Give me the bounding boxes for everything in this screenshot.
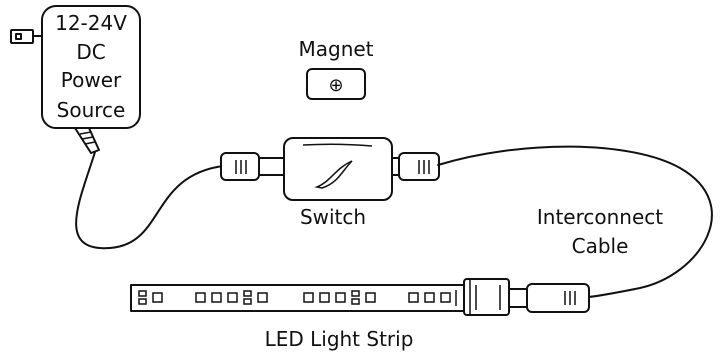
- magnet-plus-icon: ⊕: [328, 75, 343, 96]
- power-source: 12-24V DC Power Source: [10, 5, 141, 154]
- switch-wave-icon: [314, 160, 353, 189]
- power-label-line-1: 12-24V: [55, 11, 127, 35]
- strip-end-connector: [463, 278, 590, 316]
- switch-right-connector: [391, 152, 440, 181]
- power-label-line-2: DC: [76, 40, 105, 64]
- led-strip-label: LED Light Strip: [265, 327, 414, 351]
- power-label-line-3: Power: [61, 68, 122, 92]
- plug-prongs-icon: [10, 29, 45, 44]
- interconnect-cable: [437, 145, 713, 298]
- power-label-line-4: Source: [57, 98, 126, 122]
- magnet-label: Magnet: [298, 37, 373, 61]
- interconnect-label-line-1: Interconnect: [537, 205, 663, 229]
- power-adapter-box: [41, 5, 141, 129]
- led-chip-icons: [138, 290, 457, 306]
- switch: [283, 137, 393, 201]
- switch-label: Switch: [300, 205, 366, 229]
- power-cable: [75, 151, 224, 250]
- adapter-cord-exit: [74, 127, 100, 154]
- led-light-strip: [130, 284, 467, 312]
- switch-left-connector: [220, 152, 286, 181]
- magnet: ⊕: [306, 68, 366, 100]
- interconnect-label-line-2: Cable: [572, 234, 629, 258]
